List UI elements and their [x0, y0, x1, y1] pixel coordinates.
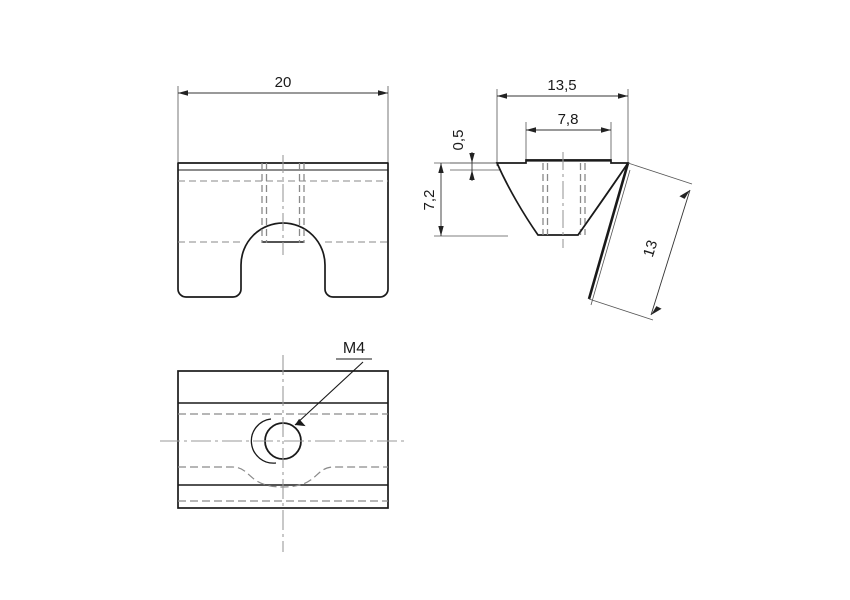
dimension-overall-height-text: 7,2 — [421, 190, 438, 211]
front-view-outline — [177, 162, 389, 298]
side-view: 13,5 7,8 0,5 7,2 — [421, 77, 693, 321]
dimension-slant-length-text: 13 — [640, 238, 661, 259]
side-view-thread-hidden-lines — [542, 163, 586, 235]
front-view-extension-lines — [177, 86, 389, 168]
thread-outer-arc — [250, 418, 277, 464]
bottom-view: M4 — [160, 340, 405, 552]
front-view: 20 — [177, 74, 389, 298]
side-view-extension-lines — [434, 89, 629, 237]
thread-callout: M4 — [294, 340, 372, 427]
dimension-side-width: 13,5 — [497, 77, 628, 99]
dimension-overall-width-text: 20 — [275, 74, 292, 91]
dimension-lip-height: 0,5 — [450, 130, 475, 181]
dimension-slant-length: 13 — [588, 162, 693, 321]
front-view-hidden-lines — [178, 180, 388, 243]
dimension-overall-width: 20 — [178, 74, 388, 96]
dimension-side-width-text: 13,5 — [547, 77, 576, 94]
dimension-overall-height: 7,2 — [421, 163, 444, 236]
dimension-top-flat-width: 7,8 — [526, 111, 611, 133]
front-view-thread-hidden-lines — [261, 163, 305, 243]
side-view-slant-face — [587, 162, 630, 300]
thread-callout-arrowhead — [295, 418, 306, 427]
side-view-slant-edge — [577, 162, 629, 236]
thread-callout-text: M4 — [343, 340, 365, 357]
dimension-lip-height-text: 0,5 — [450, 130, 467, 151]
dimension-top-flat-width-text: 7,8 — [558, 111, 579, 128]
